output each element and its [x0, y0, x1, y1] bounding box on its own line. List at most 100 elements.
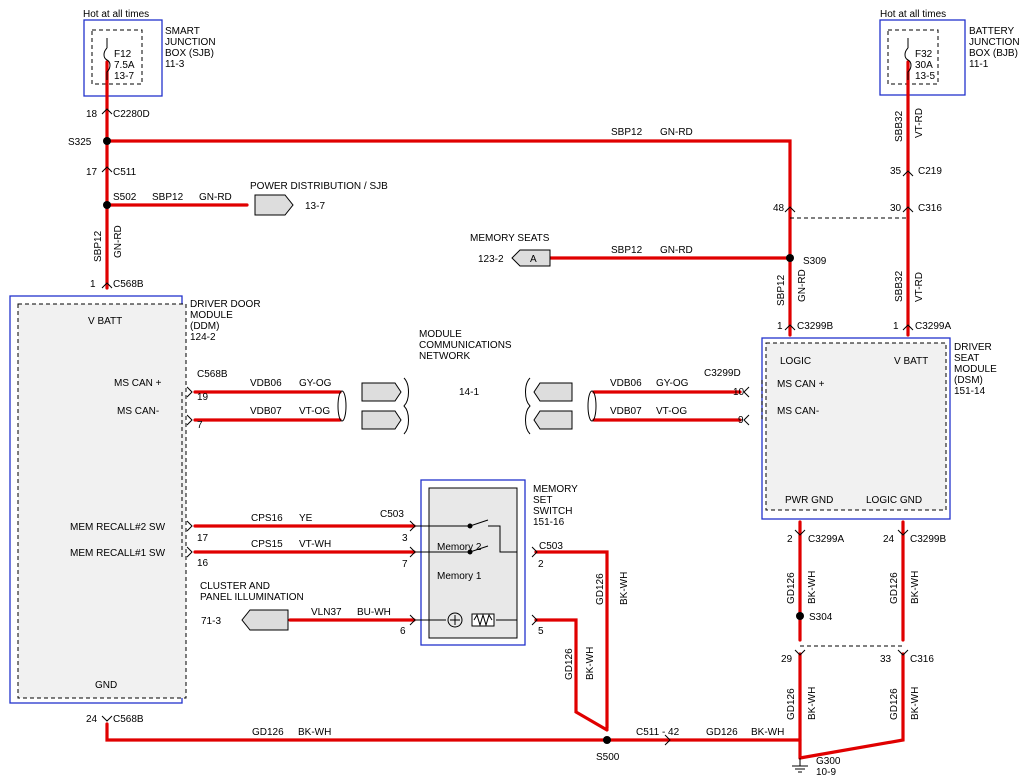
sjb-box: [83, 19, 163, 97]
memory2-label: Memory 2: [437, 542, 482, 553]
dsm-logic-gnd: LOGIC GND: [866, 495, 922, 506]
ddm-recall2: MEM RECALL#2 SW: [70, 522, 166, 533]
gd126-vertical-d: GD126: [889, 572, 900, 604]
pin-9: 9: [738, 415, 744, 426]
c3299a-bottom: C3299A: [808, 534, 844, 545]
s502-label: S502: [113, 192, 137, 203]
buwh-label: BU-WH: [357, 607, 391, 618]
c3299b-top-label: C3299B: [797, 321, 833, 332]
pin-16-ddm: 16: [197, 558, 209, 569]
vdb06-left: VDB06: [250, 378, 282, 389]
dsm-vbatt: V BATT: [894, 356, 928, 367]
pin-33: 33: [880, 654, 892, 665]
gd126-right: GD126: [706, 727, 738, 738]
dsm-module: [761, 337, 951, 520]
pin-5-switch: 5: [538, 626, 544, 637]
vln37-label: VLN37: [311, 607, 342, 618]
pin-7-ddm: 7: [197, 420, 203, 431]
c503-top-label: C503: [380, 509, 404, 520]
s309-splice-dot: [786, 254, 794, 262]
ddm-gnd: GND: [95, 680, 117, 691]
pin-18: 18: [86, 109, 98, 120]
c316-bottom: C316: [910, 654, 934, 665]
s500-splice-dot: [603, 736, 611, 744]
pin-1-dsm-logic: 1: [777, 321, 783, 332]
c219-label: C219: [918, 166, 942, 177]
gyog-left: GY-OG: [299, 378, 332, 389]
f12-fuse-icon: [103, 38, 111, 80]
pin-2-switch: 2: [538, 559, 544, 570]
vdb07-right: VDB07: [610, 406, 642, 417]
s325-splice-dot: [103, 137, 111, 145]
power-ref-label: 13-7: [305, 201, 325, 212]
dsm-mscan-minus: MS CAN-: [777, 406, 819, 417]
cluster-ref: 71-3: [201, 616, 221, 627]
ddm-mscan-plus: MS CAN +: [114, 378, 162, 389]
gd126-bottom: GD126: [252, 727, 284, 738]
bkwh-vertical-d: BK-WH: [910, 571, 921, 604]
pin-1-c568b: 1: [90, 279, 96, 290]
pin-35: 35: [890, 166, 902, 177]
ddm-module: [9, 295, 187, 704]
vtrd-vertical-b: VT-RD: [914, 272, 925, 302]
c3299a-top-label: C3299A: [915, 321, 951, 332]
vdb06-right: VDB06: [610, 378, 642, 389]
ms-sbp12: SBP12: [611, 245, 643, 256]
pin-19: 19: [197, 392, 209, 403]
pin-17-c511: 17: [86, 167, 98, 178]
dsm-pwr-gnd: PWR GND: [785, 495, 833, 506]
s325-label: S325: [68, 137, 92, 148]
pin-7-switch: 7: [402, 559, 408, 570]
bkwh-bottom: BK-WH: [298, 727, 331, 738]
ye-label: YE: [299, 513, 313, 524]
cluster-connector: [241, 609, 289, 631]
twisted-pair-icons: [337, 390, 597, 422]
memory-seats-connector: [511, 249, 551, 267]
c3299b-bottom: C3299B: [910, 534, 946, 545]
dsm-gnrd-vertical: GN-RD: [797, 269, 808, 302]
c568b-gnd-label: C568B: [113, 714, 144, 725]
pin-17-ddm: 17: [197, 533, 209, 544]
gnrd-label: GN-RD: [199, 192, 232, 203]
dsm-mscan-plus: MS CAN +: [777, 379, 825, 390]
gd126-vertical-e: GD126: [786, 688, 797, 720]
s500-label: S500: [596, 752, 620, 763]
dsm-sbp12-vertical: SBP12: [776, 274, 787, 306]
s309-label: S309: [803, 256, 827, 267]
top-gnrd: GN-RD: [660, 127, 693, 138]
g300-ground-icon: [792, 758, 808, 773]
pin-1-dsm-vbatt: 1: [893, 321, 899, 332]
vtog-left: VT-OG: [299, 406, 330, 417]
c511-label: C511: [113, 167, 137, 178]
sjb-hot-label: Hot at all times: [83, 9, 149, 20]
bkwh-right: BK-WH: [751, 727, 784, 738]
bjb-box: [879, 19, 966, 96]
c568b-can-label: C568B: [197, 369, 228, 380]
wires: [105, 60, 910, 760]
pin-10: 10: [733, 387, 745, 398]
pin-48: 48: [773, 203, 785, 214]
pin-3-switch: 3: [402, 533, 408, 544]
c316-top-label: C316: [918, 203, 942, 214]
memory-seats-conn: A: [530, 254, 537, 265]
sbp12-label: SBP12: [152, 192, 184, 203]
memory-switch-contacts: [414, 519, 517, 621]
vtwh-label: VT-WH: [299, 539, 331, 550]
connector-chevrons: [101, 108, 914, 746]
vtog-right: VT-OG: [656, 406, 687, 417]
pin-24-logicgnd: 24: [883, 534, 895, 545]
s304-label: S304: [809, 612, 833, 623]
c568b-label: C568B: [113, 279, 144, 290]
vdb07-left: VDB07: [250, 406, 282, 417]
memory-set-switch: [420, 479, 526, 646]
ddm-mscan-minus: MS CAN-: [117, 406, 159, 417]
power-dist-label: POWER DISTRIBUTION / SJB: [250, 181, 388, 192]
